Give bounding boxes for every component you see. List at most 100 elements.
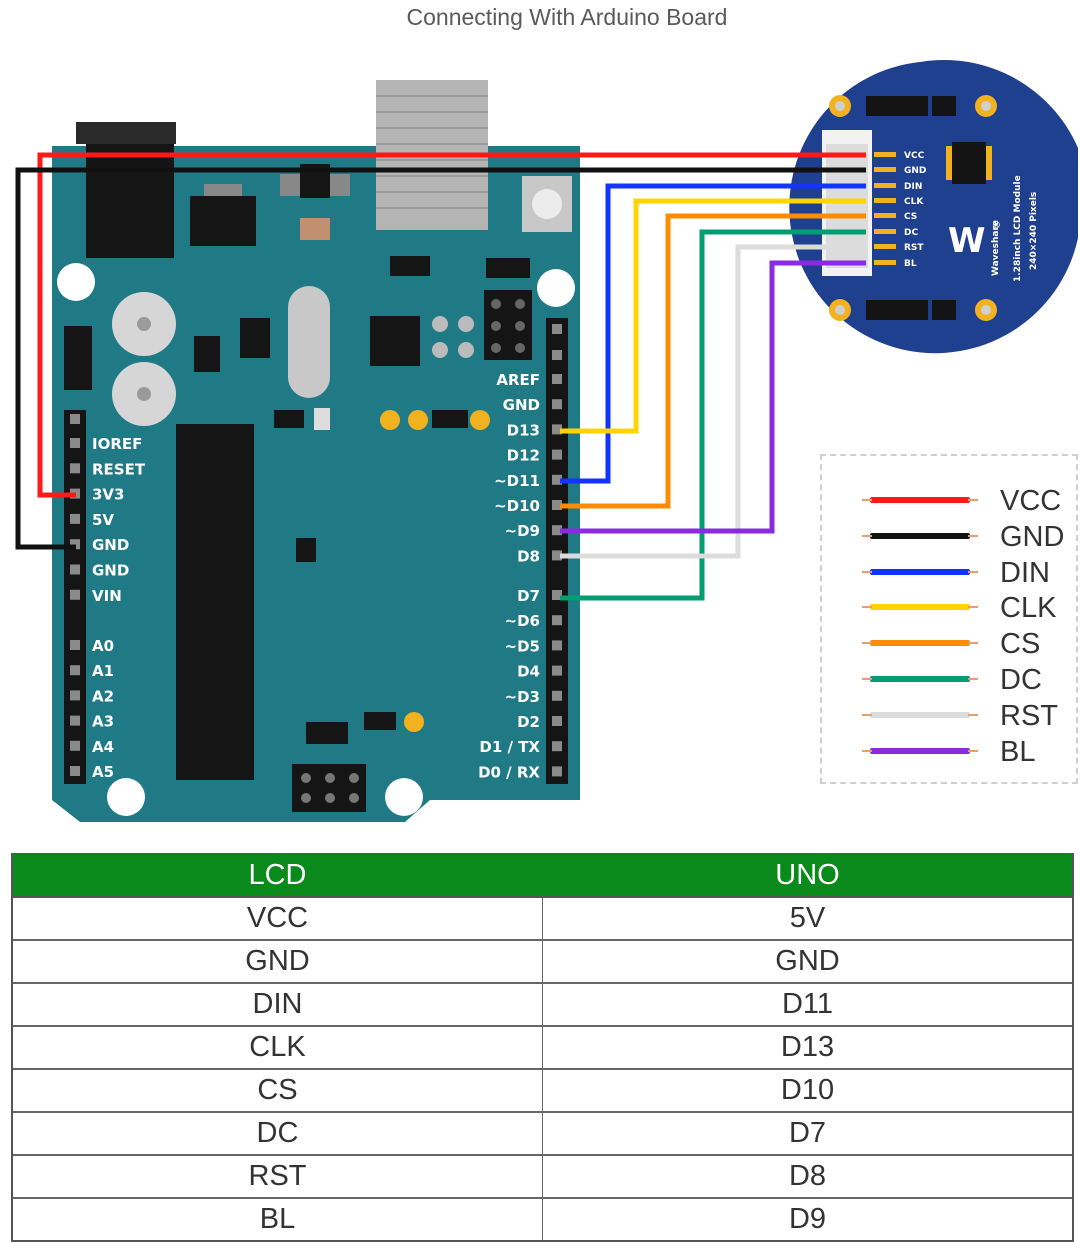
header-pin [552, 640, 562, 651]
lcd-registered: ® [992, 221, 1001, 231]
header-pin [70, 414, 80, 424]
lcd-pin [874, 183, 896, 188]
header-pin [552, 449, 562, 460]
board-pin-label: RESET [92, 460, 146, 478]
legend-item: GND [862, 519, 1080, 555]
board-pin-label: D4 [517, 663, 540, 681]
header-pin [552, 374, 562, 384]
board-pin-label: AREF [496, 371, 540, 389]
page-title: Connecting With Arduino Board [406, 4, 728, 30]
board-pin-label: D8 [517, 547, 540, 565]
legend-swatch [862, 604, 978, 611]
lcd-pin [874, 260, 896, 265]
board-pin-label: A4 [92, 738, 114, 756]
header-pin [552, 741, 562, 752]
table-cell-uno: D11 [542, 982, 1074, 1027]
header-pin [552, 474, 562, 485]
legend-item: CS [862, 626, 1080, 662]
lcd-pin [874, 229, 896, 234]
board-pin-label: A3 [92, 713, 114, 731]
header-pin [70, 438, 80, 448]
lcd-pin-label: DIN [904, 182, 922, 192]
wire-cs [560, 213, 866, 509]
lcd-pin [874, 152, 896, 157]
table-cell-lcd: GND [11, 939, 543, 984]
wire-vcc [37, 152, 866, 498]
legend-label: DIN [1000, 556, 1050, 589]
board-pin-label: GND [92, 536, 129, 554]
lcd-pin-label: DC [904, 228, 918, 238]
header-pin [552, 525, 562, 536]
lcd-pin-label: GND [904, 166, 926, 176]
legend-label: DC [1000, 664, 1042, 696]
board-pin-label: VIN [92, 587, 122, 605]
legend-label: BL [1000, 735, 1036, 768]
board-pin-label: ~D9 [505, 522, 540, 540]
header-pin [552, 500, 562, 510]
board-pin-label: IOREF [92, 435, 142, 453]
legend-label: VCC [1000, 485, 1062, 517]
board-pin-label: GND [92, 562, 129, 580]
header-pin [552, 399, 562, 410]
table-cell-uno: D10 [542, 1068, 1074, 1113]
lcd-module: W ® Waveshare 1.28inch LCD Module 240×24… [789, 60, 1078, 354]
board-pin-label: D0 / RX [478, 763, 540, 781]
svg-text:W: W [948, 221, 986, 261]
board-pin-label: GND [503, 396, 540, 414]
header-pin [70, 715, 80, 726]
lcd-name: 1.28inch LCD Module [1013, 175, 1023, 282]
lcd-pin [874, 213, 896, 218]
legend-item: BL [862, 734, 1080, 770]
table-cell-uno: D7 [542, 1111, 1074, 1156]
board-pin-label: ~D6 [505, 612, 540, 630]
crystal [288, 286, 330, 398]
lcd-chip [952, 142, 986, 184]
legend-label: CS [1000, 628, 1041, 661]
lcd-pin-label: CLK [904, 197, 924, 207]
table-cell-lcd: CS [11, 1068, 543, 1113]
header-pin [70, 589, 80, 600]
bottom-header [292, 764, 366, 812]
wire-din [560, 183, 866, 484]
legend-swatch [862, 532, 978, 539]
table-cell-uno: D8 [542, 1154, 1074, 1199]
header-pin [70, 463, 80, 474]
board-pin-label: A2 [92, 687, 114, 705]
mount-hole [107, 778, 145, 816]
table-header-lcd: LCD [11, 853, 543, 898]
table-cell-lcd: CLK [11, 1025, 543, 1070]
lcd-brand: Waveshare [991, 220, 1001, 276]
header-pin [70, 640, 80, 650]
table-header-uno: UNO [542, 853, 1074, 898]
mount-hole [385, 778, 423, 816]
mount-hole [537, 269, 575, 307]
header-pin [70, 564, 80, 575]
wire-gnd [15, 167, 866, 550]
wiring-diagram: IOREFRESET3V35VGNDGNDVINA0A1A2A3A4A5AREF… [15, 60, 1078, 822]
wire-dc [560, 229, 866, 601]
board-pin-label: D13 [507, 421, 540, 439]
table-header-row: LCD UNO [11, 853, 1074, 898]
table-cell-uno: D9 [542, 1197, 1074, 1242]
legend-swatch [862, 711, 978, 718]
table-cell-lcd: VCC [11, 896, 543, 941]
board-pin-label: ~D3 [505, 688, 540, 706]
header-pin [552, 350, 562, 360]
legend-item: CLK [862, 590, 1080, 626]
lcd-pin-label: VCC [904, 151, 925, 161]
mount-hole [57, 263, 95, 301]
legend-swatch [862, 640, 978, 647]
table-cell-lcd: DC [11, 1111, 543, 1156]
header-pin [70, 766, 80, 776]
header-pin [70, 665, 80, 676]
header-pin [552, 550, 562, 561]
header-pin [552, 424, 562, 435]
board-pin-label: A1 [92, 662, 114, 680]
header-pin [552, 665, 562, 676]
board-pin-label: ~D5 [505, 637, 540, 655]
